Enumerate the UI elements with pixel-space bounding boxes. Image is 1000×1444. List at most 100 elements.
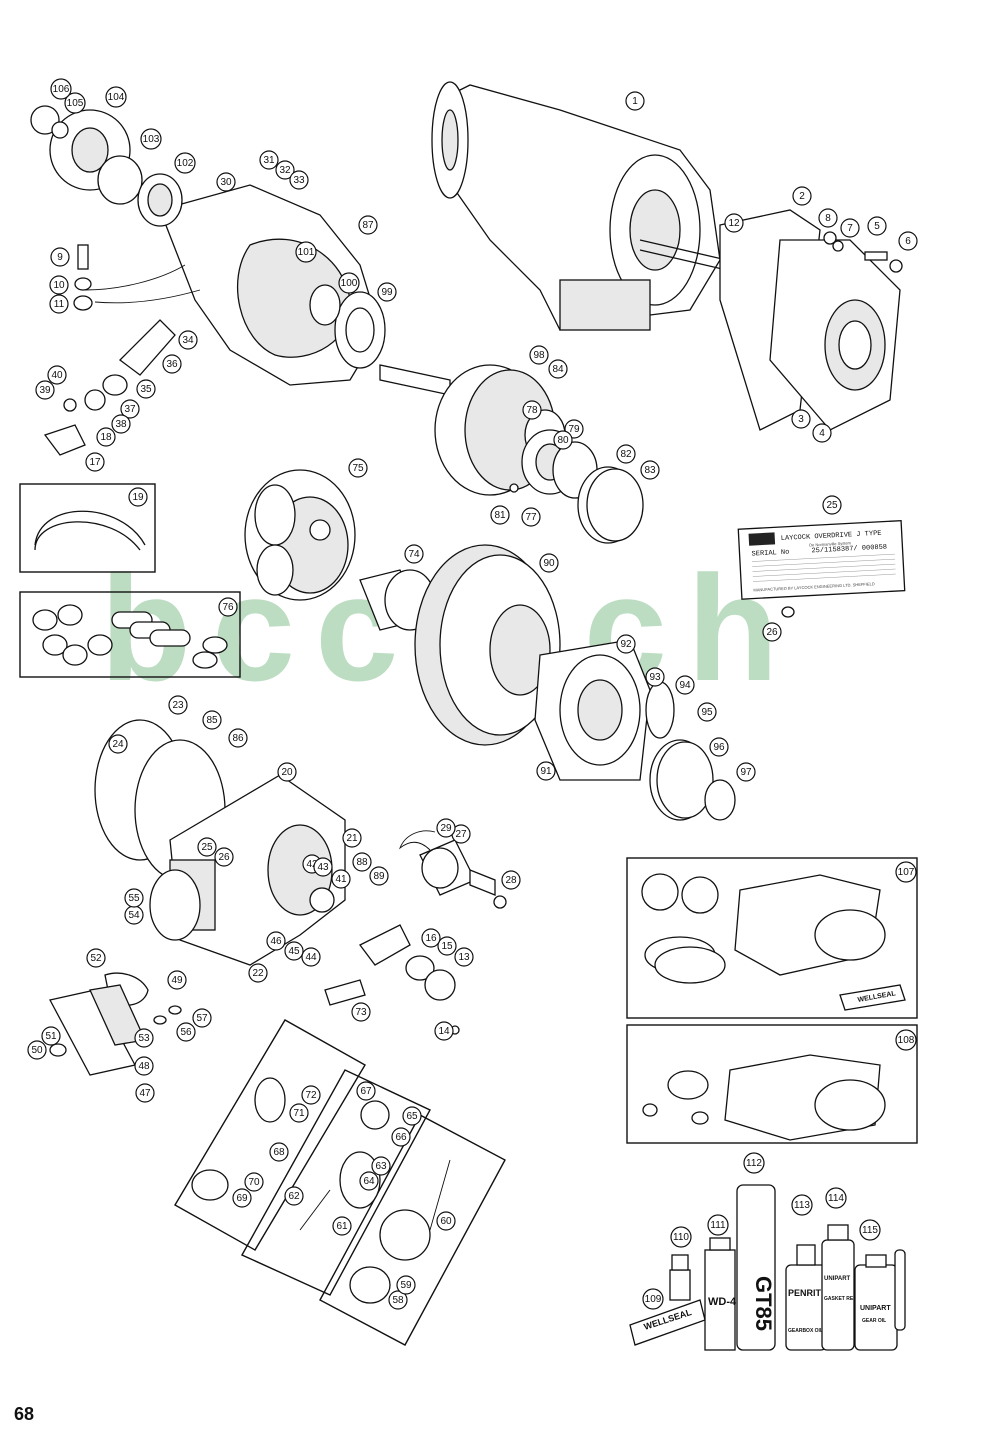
svg-text:32: 32 [279,165,291,176]
callout-66: 66 [391,1127,411,1147]
svg-text:84: 84 [552,364,564,375]
callout-90: 90 [539,553,559,573]
svg-text:104: 104 [108,92,125,103]
callout-72: 72 [301,1085,321,1105]
svg-text:46: 46 [270,936,282,947]
svg-text:16: 16 [425,933,437,944]
callout-54: 54 [124,905,144,925]
callout-33: 33 [289,170,309,190]
svg-text:55: 55 [128,893,140,904]
callout-113: 113 [791,1194,813,1216]
callout-7: 7 [840,218,860,238]
svg-text:14: 14 [438,1026,450,1037]
svg-text:85: 85 [206,715,218,726]
svg-text:7: 7 [847,223,853,234]
callout-108: 108 [895,1029,917,1051]
callout-71: 71 [289,1103,309,1123]
svg-text:93: 93 [649,672,661,683]
callout-67: 67 [356,1081,376,1101]
callout-4: 4 [812,423,832,443]
callout-58: 58 [388,1290,408,1310]
overhaul-kit-box [626,857,918,1019]
svg-text:50: 50 [31,1045,43,1056]
callout-55: 55 [124,888,144,908]
callout-94: 94 [675,675,695,695]
callout-21: 21 [342,828,362,848]
svg-text:96: 96 [713,742,725,753]
callout-99: 99 [377,282,397,302]
callout-92: 92 [616,634,636,654]
callout-80: 80 [553,430,573,450]
solenoid-assembly [324,830,507,1035]
callout-104: 104 [105,86,127,108]
callout-50: 50 [27,1040,47,1060]
svg-text:41: 41 [335,874,347,885]
overdrive-unit-assembly [431,81,903,431]
callout-76: 76 [218,597,238,617]
bearing-kit-box [19,591,241,678]
callout-59: 59 [396,1275,416,1295]
svg-text:87: 87 [362,220,374,231]
callout-35: 35 [136,379,156,399]
svg-text:6: 6 [905,236,911,247]
svg-text:33: 33 [293,175,305,186]
svg-text:17: 17 [89,457,101,468]
callout-26: 26 [214,847,234,867]
rear-casing-assembly [30,105,386,456]
svg-text:111: 111 [710,1220,726,1231]
svg-text:80: 80 [557,435,569,446]
callout-52: 52 [86,948,106,968]
callout-13: 13 [454,947,474,967]
svg-text:86: 86 [232,733,244,744]
svg-text:29: 29 [440,823,452,834]
callout-85: 85 [202,710,222,730]
callout-34: 34 [178,330,198,350]
callout-5: 5 [867,216,887,236]
svg-text:65: 65 [406,1111,418,1122]
callout-6: 6 [898,231,918,251]
part-callouts: 1234567891011121314151617181920212223242… [27,78,918,1310]
callout-73: 73 [351,1002,371,1022]
svg-text:69: 69 [236,1193,248,1204]
svg-text:58: 58 [392,1295,404,1306]
callout-25: 25 [822,495,842,515]
svg-text:115: 115 [862,1225,878,1236]
svg-text:30: 30 [220,177,232,188]
svg-text:1: 1 [632,96,638,107]
svg-text:34: 34 [182,335,194,346]
svg-text:102: 102 [177,158,194,169]
callout-9: 9 [50,247,70,267]
svg-text:18: 18 [100,432,112,443]
svg-text:52: 52 [90,953,102,964]
callout-86: 86 [228,728,248,748]
svg-text:76: 76 [222,602,234,613]
svg-text:63: 63 [375,1161,387,1172]
callout-26: 26 [762,622,782,642]
callout-15: 15 [437,936,457,956]
svg-text:79: 79 [568,424,580,435]
svg-text:47: 47 [139,1088,151,1099]
callout-46: 46 [266,931,286,951]
svg-text:56: 56 [180,1027,192,1038]
callout-77: 77 [521,507,541,527]
callout-49: 49 [167,970,187,990]
svg-text:92: 92 [620,639,632,650]
callout-112: 112 [743,1152,765,1174]
callout-1: 1 [625,91,645,111]
svg-text:WD-40: WD-40 [708,1296,742,1308]
svg-text:70: 70 [248,1177,260,1188]
svg-text:64: 64 [363,1176,375,1187]
svg-text:9: 9 [57,252,63,263]
callout-91: 91 [536,761,556,781]
svg-text:21: 21 [346,833,358,844]
callout-84: 84 [548,359,568,379]
callout-62: 62 [284,1186,304,1206]
svg-text:67: 67 [360,1086,372,1097]
callout-51: 51 [41,1026,61,1046]
svg-text:39: 39 [39,385,51,396]
svg-text:82: 82 [620,449,632,460]
callout-89: 89 [369,866,389,886]
planet-carrier [244,469,356,601]
svg-text:113: 113 [794,1200,810,1211]
